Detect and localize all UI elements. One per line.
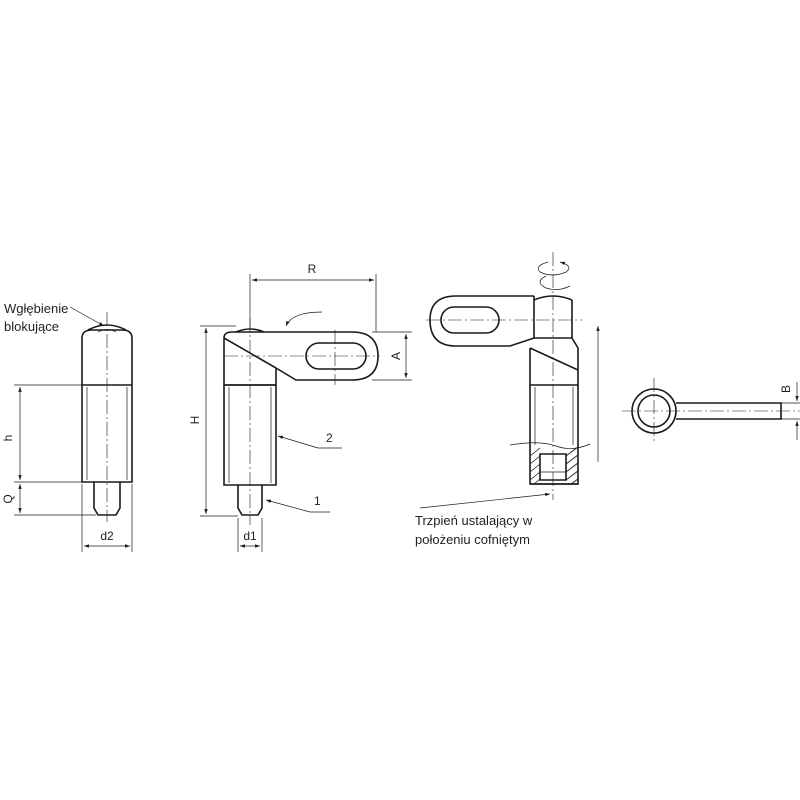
dimension-B: B	[779, 382, 800, 440]
dim-B-label: B	[779, 385, 793, 393]
callout-part-1: 1	[265, 494, 330, 513]
dimension-d2: d2	[81, 484, 133, 552]
dim-d1-label: d1	[243, 529, 257, 543]
locking-groove-line1: Wgłębienie	[4, 301, 68, 316]
view-top	[622, 378, 800, 444]
callout-2-label: 2	[326, 431, 333, 445]
label-retracted-pin: Trzpień ustalający w położeniu cofniętym	[415, 492, 551, 547]
view-plunger-retracted	[426, 252, 600, 500]
dim-q-label: Q	[1, 494, 15, 503]
dimension-d1: d1	[237, 518, 263, 552]
dimension-R: R	[249, 262, 377, 332]
retracted-pin-line2: położeniu cofniętym	[415, 532, 530, 547]
label-locking-groove: Wgłębienie blokujące	[4, 301, 105, 334]
dimension-A: A	[372, 331, 412, 381]
dim-d2-label: d2	[100, 529, 114, 543]
dim-A-label: A	[389, 352, 403, 360]
retracted-pin-line1: Trzpień ustalający w	[415, 513, 533, 528]
callout-1-label: 1	[314, 494, 321, 508]
rotation-direction-arrow	[285, 311, 323, 327]
dimension-H: H	[188, 325, 238, 517]
locking-groove-line2: blokujące	[4, 319, 59, 334]
callout-part-2: 2	[277, 431, 342, 449]
view-plunger-front	[81, 312, 133, 522]
dimension-h: h	[1, 384, 82, 483]
dim-h-label: h	[1, 435, 15, 442]
dim-H-label: H	[188, 416, 202, 425]
view-plunger-side	[223, 318, 380, 525]
dim-R-label: R	[308, 262, 317, 276]
rotation-symbol	[537, 261, 570, 276]
